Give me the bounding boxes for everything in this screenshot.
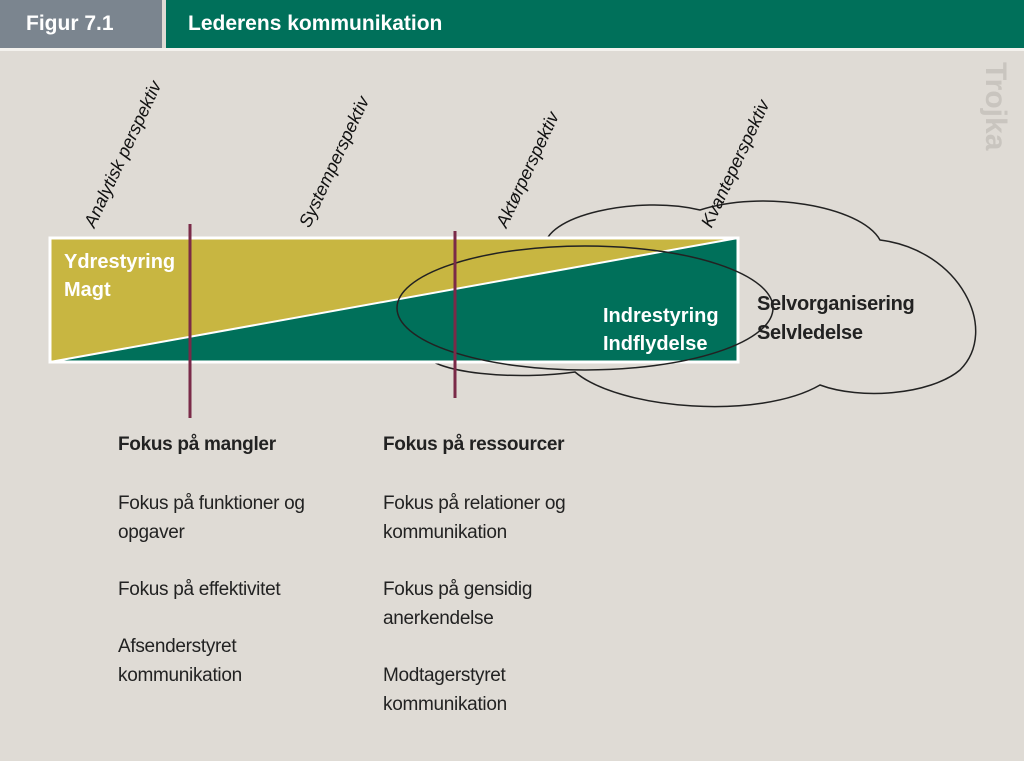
right-item: Fokus på relationer og kommunikation: [383, 493, 566, 543]
bar-frame: [48, 236, 740, 364]
left-column: Fokus på mangler Fokus på funktioner og …: [118, 430, 318, 690]
figure-title: Lederens kommunikation: [166, 0, 1024, 48]
left-item: Fokus på funktioner og opgaver: [118, 493, 305, 543]
right-item: Fokus på gensidig anerkendelse: [383, 579, 533, 629]
left-heading: Fokus på mangler: [118, 434, 276, 455]
ellipse: [396, 245, 774, 371]
left-item: Afsenderstyret kommunikation: [118, 636, 242, 686]
right-column: Fokus på ressourcer Fokus på relationer …: [383, 430, 583, 719]
figure-label: Figur 7.1: [0, 0, 162, 48]
right-item: Modtagerstyret kommunikation: [383, 665, 507, 715]
diagonal: [49, 237, 739, 363]
left-item: Fokus på effektivitet: [118, 579, 281, 600]
right-heading: Fokus på ressourcer: [383, 434, 565, 455]
cloud: [419, 200, 977, 408]
header-divider: [0, 48, 1024, 51]
